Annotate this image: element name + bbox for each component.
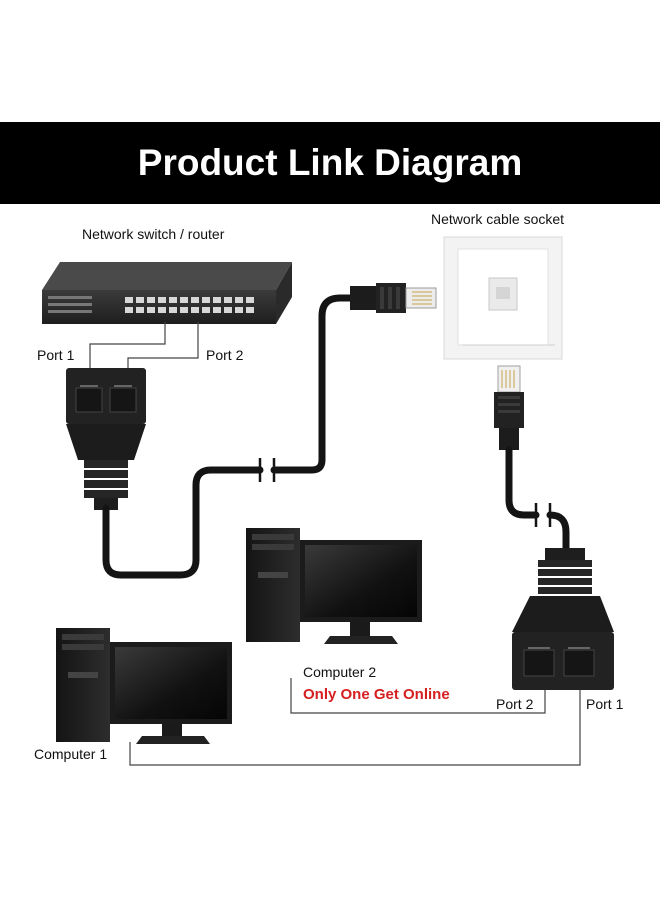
computer-2-icon bbox=[246, 528, 422, 644]
port-leader-lines-bottom bbox=[129, 678, 581, 766]
wall-socket-icon bbox=[443, 236, 563, 360]
page-title: Product Link Diagram bbox=[137, 142, 523, 183]
port-leader-lines-top bbox=[89, 322, 199, 370]
port1-top-label: Port 1 bbox=[37, 347, 75, 363]
network-switch-icon bbox=[42, 262, 292, 324]
computer2-label: Computer 2 bbox=[303, 664, 377, 680]
switch-label: Network switch / router bbox=[82, 226, 225, 242]
rj45-plug-icon bbox=[350, 283, 437, 313]
computer1-label: Computer 1 bbox=[34, 746, 108, 762]
right-cable-break-mark bbox=[534, 503, 552, 527]
left-splitter-icon bbox=[66, 368, 146, 510]
port2-bottom-label: Port 2 bbox=[496, 696, 534, 712]
title-banner: Product Link Diagram bbox=[0, 122, 660, 204]
main-cable bbox=[102, 294, 356, 579]
right-cable bbox=[505, 446, 570, 552]
port2-top-label: Port 2 bbox=[206, 347, 244, 363]
warning-label: Only One Get Online bbox=[303, 686, 450, 703]
cable-break-mark bbox=[258, 458, 276, 482]
port1-bottom-label: Port 1 bbox=[586, 696, 624, 712]
socket-label: Network cable socket bbox=[431, 211, 565, 227]
right-splitter-icon bbox=[512, 548, 614, 690]
computer-1-icon bbox=[56, 628, 232, 744]
socket-plug-icon bbox=[494, 365, 524, 450]
